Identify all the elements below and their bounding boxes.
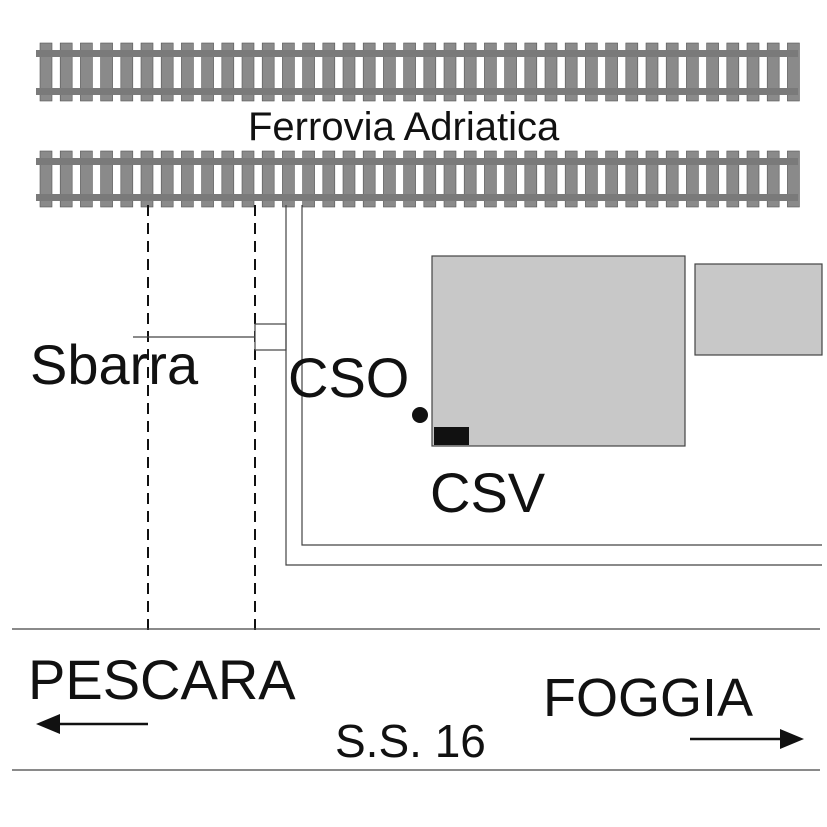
track-upper-sleeper bbox=[322, 42, 336, 102]
track-upper-sleeper bbox=[645, 42, 659, 102]
railway-label: Ferrovia Adriatica bbox=[248, 105, 560, 149]
track-upper-sleeper bbox=[443, 42, 457, 102]
track-upper-sleeper bbox=[686, 42, 699, 102]
side-building bbox=[694, 263, 823, 356]
track-upper-sleeper bbox=[746, 42, 760, 102]
track-upper-sleeper bbox=[605, 42, 618, 102]
track-upper-sleeper bbox=[302, 42, 315, 102]
track-upper bbox=[36, 42, 800, 102]
cso-marker-icon bbox=[412, 407, 428, 423]
foggia-label: FOGGIA bbox=[543, 668, 753, 728]
track-upper-sleeper bbox=[423, 42, 437, 102]
track-upper-sleeper bbox=[463, 42, 477, 102]
track-upper-sleeper bbox=[282, 42, 295, 102]
track-upper-sleeper bbox=[766, 42, 780, 102]
track-upper-sleeper bbox=[403, 42, 416, 102]
track-upper-sleeper bbox=[342, 42, 356, 102]
track-upper-sleeper bbox=[564, 42, 578, 102]
track-upper-sleeper bbox=[261, 42, 275, 102]
barrier-label: Sbarra bbox=[30, 333, 199, 396]
track-upper-sleeper bbox=[221, 42, 235, 102]
arrow-right-icon bbox=[690, 729, 804, 749]
track-upper-sleeper bbox=[140, 42, 154, 102]
track-upper-sleeper bbox=[504, 42, 517, 102]
access-road-inner bbox=[301, 205, 822, 546]
track-lower-rail-top bbox=[36, 158, 798, 165]
pescara-label: PESCARA bbox=[28, 648, 296, 711]
cso-label: CSO bbox=[288, 346, 409, 409]
access-road-outer bbox=[285, 205, 822, 566]
barrier-box bbox=[254, 323, 287, 351]
track-lower bbox=[36, 150, 800, 208]
track-upper-sleeper bbox=[120, 42, 134, 102]
track-upper-sleeper bbox=[665, 42, 679, 102]
track-upper-sleeper bbox=[201, 42, 214, 102]
track-upper-sleeper bbox=[524, 42, 538, 102]
track-upper-sleeper bbox=[625, 42, 639, 102]
track-upper-sleeper bbox=[80, 42, 93, 102]
csv-marker-icon bbox=[434, 427, 469, 445]
csv-label: CSV bbox=[430, 461, 546, 524]
track-upper-sleeper bbox=[706, 42, 719, 102]
main-building bbox=[431, 255, 686, 447]
track-upper-sleeper bbox=[484, 42, 497, 102]
track-upper-sleeper bbox=[100, 42, 113, 102]
track-upper-sleeper bbox=[585, 42, 598, 102]
track-upper-sleeper bbox=[544, 42, 558, 102]
track-upper-sleeper bbox=[787, 42, 800, 102]
track-upper-sleepers bbox=[39, 42, 800, 102]
track-lower-rail-bottom bbox=[36, 194, 798, 201]
track-upper-sleeper bbox=[726, 42, 740, 102]
track-upper-sleeper bbox=[160, 42, 174, 102]
track-upper-sleeper bbox=[181, 42, 194, 102]
track-upper-sleeper bbox=[241, 42, 255, 102]
track-upper-rail-bottom bbox=[36, 88, 798, 95]
road-label: S.S. 16 bbox=[335, 715, 486, 767]
track-upper-sleeper bbox=[383, 42, 396, 102]
arrow-left-icon bbox=[36, 714, 148, 734]
track-upper-rail-top bbox=[36, 50, 798, 57]
track-upper-sleeper bbox=[59, 42, 73, 102]
track-upper-sleeper bbox=[362, 42, 376, 102]
track-upper-sleeper bbox=[39, 42, 53, 102]
